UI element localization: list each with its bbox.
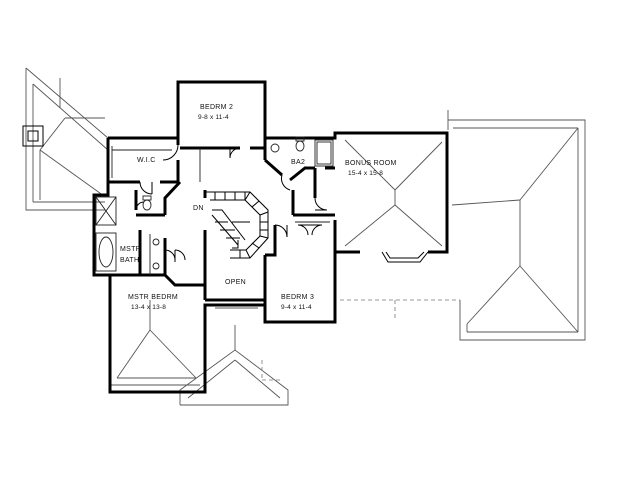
room-label-bedrm-3: BEDRM 3 xyxy=(281,294,314,301)
room-dim-bedrm-3: 9-4 x 11-4 xyxy=(281,304,312,311)
stair-down-label: DN xyxy=(193,205,204,212)
roof-bottom-left xyxy=(109,300,200,386)
room-label-ba2: BA2 xyxy=(291,159,305,166)
roof-right xyxy=(447,110,586,341)
room-dim-bonus-room: 15-4 x 15-8 xyxy=(348,170,383,177)
room-label-mstr-bedrm: MSTR BEDRM xyxy=(128,294,178,301)
room-label-wic: W.I.C xyxy=(137,157,156,164)
room-dim-bedrm-2: 9-8 x 11-4 xyxy=(198,114,229,121)
room-label-mstr-bath-1: MSTR xyxy=(120,246,141,253)
roof-bonus-room xyxy=(344,139,443,247)
interior-walls xyxy=(106,138,335,302)
room-label-bonus-room: BONUS ROOM xyxy=(345,160,397,167)
exterior-walls xyxy=(92,80,449,394)
roof-left xyxy=(25,67,109,211)
roof-bottom-center xyxy=(179,307,289,406)
bonus-bay xyxy=(381,251,429,263)
staircase xyxy=(205,191,269,259)
chimney xyxy=(22,125,44,147)
room-label-open: OPEN xyxy=(225,279,246,286)
room-dim-mstr-bedrm: 13-4 x 13-8 xyxy=(131,304,166,311)
room-label-mstr-bath-2: BATH xyxy=(120,257,139,264)
fixtures xyxy=(95,136,334,275)
room-label-bedrm-2: BEDRM 2 xyxy=(200,104,233,111)
